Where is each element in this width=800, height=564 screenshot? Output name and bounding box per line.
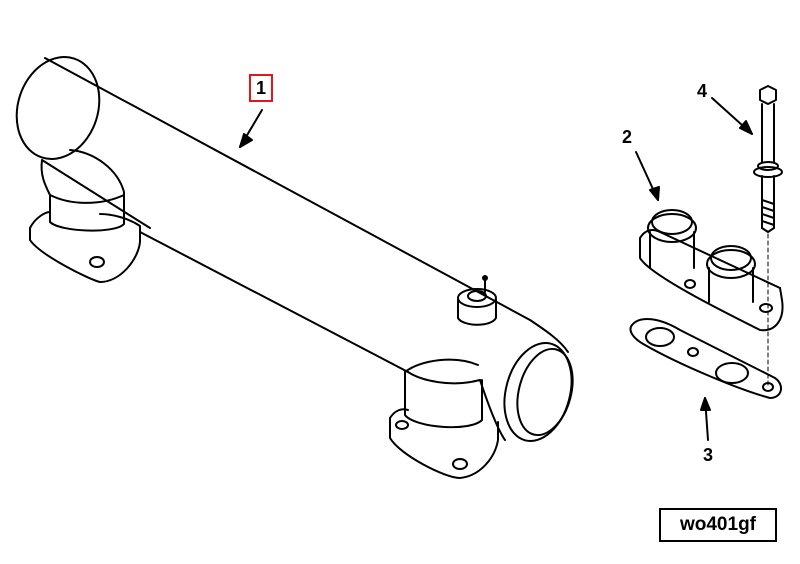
leader-arrow-2: [635, 151, 660, 201]
leader-arrow-4: [711, 97, 753, 135]
callout-2-label: 2: [622, 127, 633, 147]
capscrew: [753, 85, 783, 387]
callout-1-label: 1: [249, 74, 274, 102]
leader-arrow-1: [239, 109, 263, 148]
callout-3-label: 3: [703, 445, 714, 465]
figure-id-label: wo401gf: [659, 508, 777, 542]
leader-arrow-3: [700, 397, 711, 441]
sleeve-connection: [639, 209, 784, 332]
gasket: [629, 318, 782, 399]
water-outlet-pipe: [15, 56, 574, 479]
callout-4-label: 4: [697, 81, 708, 101]
